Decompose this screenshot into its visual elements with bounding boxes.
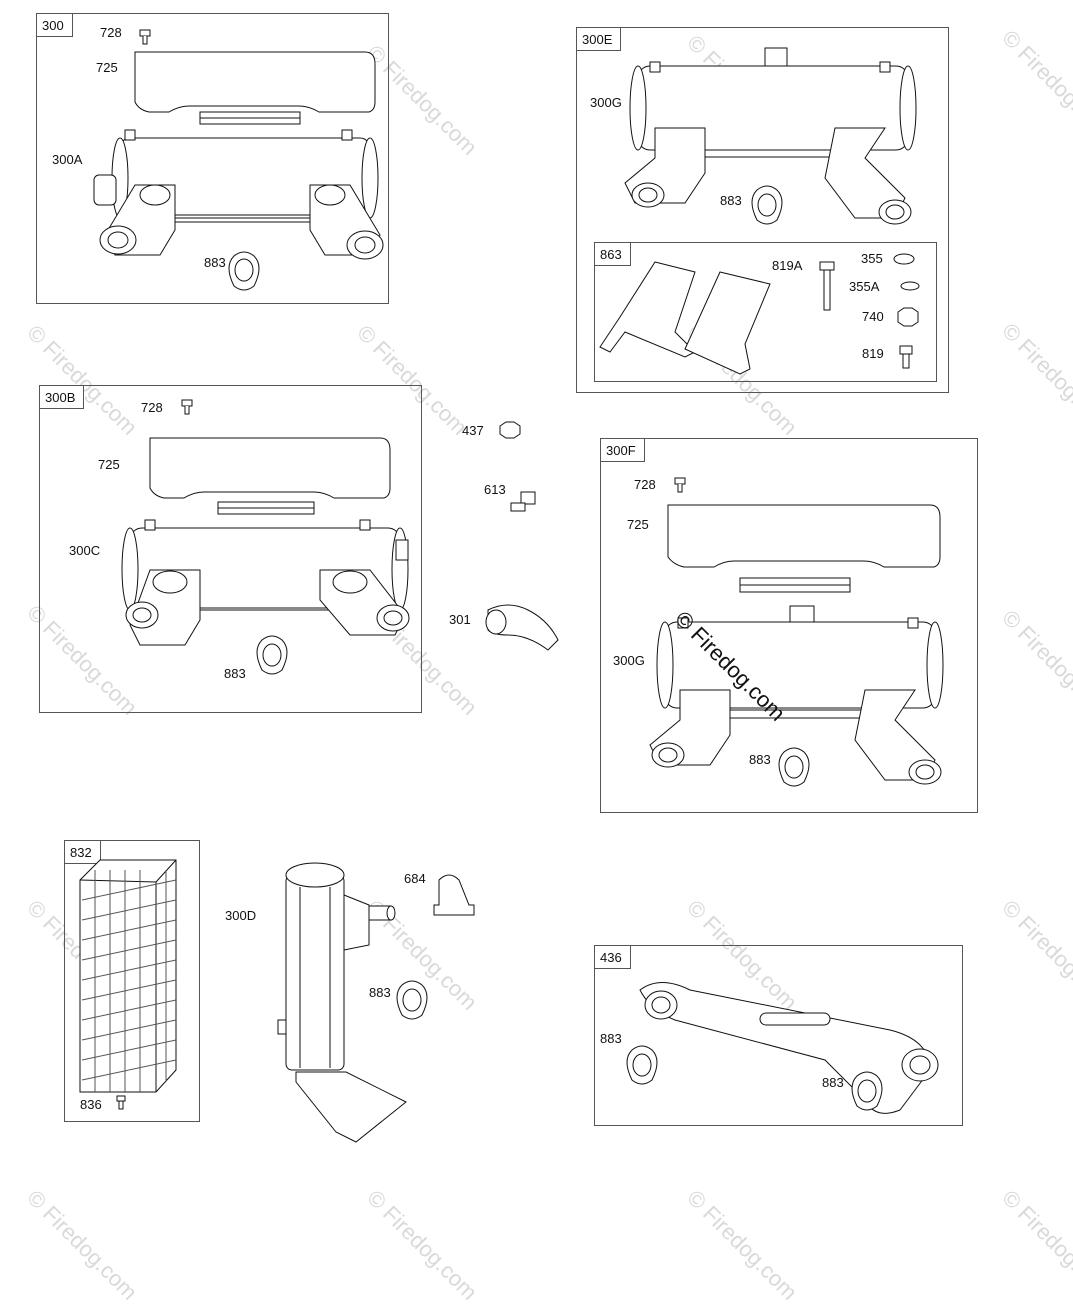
- panel-tag: 300E: [577, 28, 622, 51]
- muffler-300D-drawing: [0, 0, 1073, 1200]
- part-label: 684: [404, 871, 426, 886]
- part-label: 883: [720, 193, 742, 208]
- part-label: 300D: [225, 908, 257, 923]
- watermark: © Firedog.com: [682, 1185, 803, 1305]
- part-label: 725: [98, 457, 120, 472]
- pipe-436-drawing: [0, 0, 1073, 1200]
- part-label: 883: [204, 255, 226, 270]
- panel-tag: 300: [37, 14, 73, 37]
- part-label: 355A: [849, 279, 880, 294]
- panel-tag: 436: [595, 946, 631, 969]
- part-label: 300A: [52, 152, 83, 167]
- watermark: © Firedog.com: [22, 1185, 143, 1305]
- part-label: 740: [862, 309, 884, 324]
- panel-tag: 863: [595, 243, 631, 266]
- panel-436: 436: [594, 945, 963, 1126]
- part-label: 613: [484, 482, 506, 497]
- panel-tag: 832: [65, 841, 101, 864]
- part-label: 883: [600, 1031, 622, 1046]
- part-label: 728: [141, 400, 163, 415]
- panel-300F: 300F: [600, 438, 978, 813]
- part-label: 300C: [69, 543, 101, 558]
- part-label: 728: [634, 477, 656, 492]
- panel-tag: 300F: [601, 439, 645, 462]
- muffler-300B-drawing: [0, 0, 1073, 1200]
- part-label: 883: [224, 666, 246, 681]
- guard-832-drawing: [0, 0, 1073, 1200]
- part-label: 883: [369, 985, 391, 1000]
- part-label: 819: [862, 346, 884, 361]
- brackets-863-drawing: [0, 0, 1073, 1200]
- part-label: 728: [100, 25, 122, 40]
- watermark: © Firedog.com: [362, 1185, 483, 1305]
- part-label: 355: [861, 251, 883, 266]
- muffler-300E-drawing: [0, 0, 1073, 1200]
- part-label: 883: [822, 1075, 844, 1090]
- muffler-300-drawing: [0, 0, 1073, 1200]
- part-label: 437: [462, 423, 484, 438]
- panel-tag: 300B: [40, 386, 85, 409]
- panel-300E: 300E: [576, 27, 949, 393]
- part-label: 883: [749, 752, 771, 767]
- panel-300: 300: [36, 13, 389, 304]
- part-label: 836: [80, 1097, 102, 1112]
- part-label: 301: [449, 612, 471, 627]
- part-label: 300G: [590, 95, 622, 110]
- part-label: 819A: [772, 258, 803, 273]
- part-label: 300G: [613, 653, 645, 668]
- part-label: 725: [96, 60, 118, 75]
- muffler-300F-drawing: [0, 0, 1073, 1200]
- part-label: 725: [627, 517, 649, 532]
- panel-863: 863: [594, 242, 937, 382]
- watermark: © Firedog.com: [997, 1185, 1073, 1305]
- panel-832: 832: [64, 840, 200, 1122]
- panel-300B: 300B: [39, 385, 422, 713]
- loose-parts-drawing: [0, 0, 1073, 1200]
